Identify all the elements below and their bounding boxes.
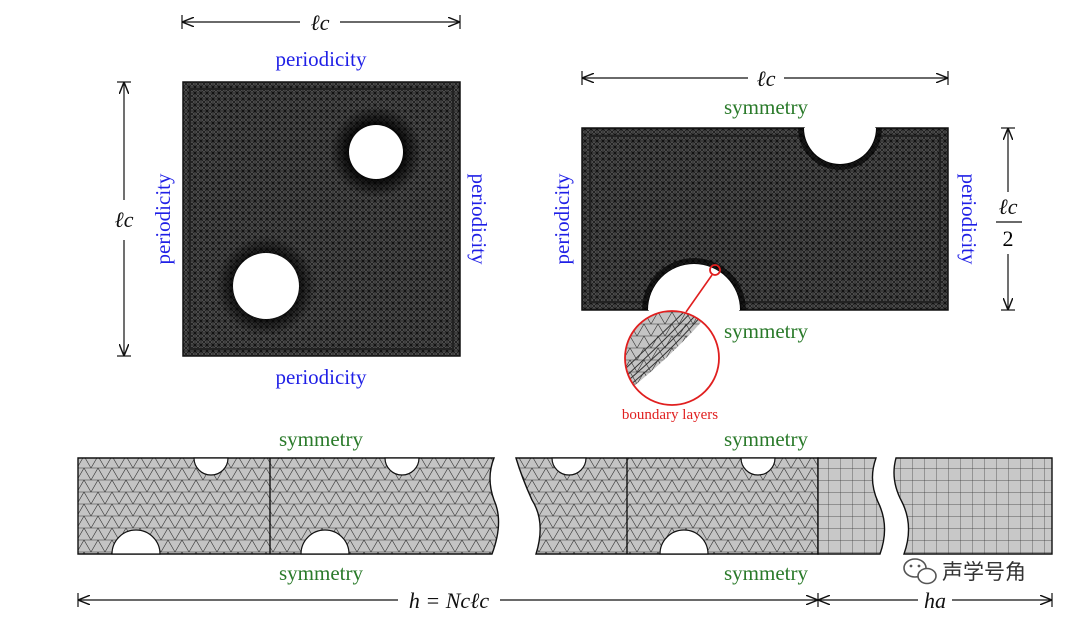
inclusion-hole bbox=[233, 253, 299, 319]
dim-ha: ha bbox=[818, 588, 1053, 613]
periodic-cell-panel: ℓc ℓc periodicity periodicity periodicit… bbox=[115, 10, 491, 389]
symmetry-label-bottom-left: symmetry bbox=[279, 561, 363, 585]
dim-left-lc: ℓc bbox=[115, 81, 134, 357]
dim-half-den: 2 bbox=[1003, 226, 1014, 251]
inclusion-hole bbox=[349, 125, 403, 179]
watermark-text: 声学号角 bbox=[942, 560, 1026, 584]
dim-ha-label: ha bbox=[924, 588, 946, 613]
slab-segment-quad bbox=[817, 457, 1053, 555]
dim-right-half: ℓc 2 bbox=[996, 127, 1022, 311]
dim-half-num: ℓc bbox=[999, 194, 1018, 219]
periodicity-label-right: periodicity bbox=[467, 174, 491, 265]
dim-h-label: h = Ncℓc bbox=[409, 588, 489, 613]
periodicity-label-bottom: periodicity bbox=[276, 365, 367, 389]
slab-segment-left bbox=[77, 457, 500, 555]
dim-lc-label: ℓc bbox=[115, 207, 134, 232]
symmetry-label-bottom: symmetry bbox=[724, 319, 808, 343]
symmetry-label-top-right: symmetry bbox=[724, 427, 808, 451]
periodic-mesh bbox=[182, 81, 461, 357]
dim-top-lc-2: ℓc bbox=[581, 66, 949, 91]
symmetry-label-top: symmetry bbox=[724, 95, 808, 119]
dim-lc-label: ℓc bbox=[311, 10, 330, 35]
dim-h: h = Ncℓc bbox=[77, 588, 819, 613]
watermark: 声学号角 bbox=[903, 558, 1026, 585]
dim-lc-label: ℓc bbox=[757, 66, 776, 91]
boundary-layers-label: boundary layers bbox=[622, 407, 718, 423]
periodicity-label-left: periodicity bbox=[151, 173, 175, 264]
periodicity-label-top: periodicity bbox=[276, 47, 367, 71]
dim-top-lc: ℓc bbox=[181, 10, 461, 35]
symmetric-cell-panel: ℓc ℓc 2 symmetry symmetry periodicity pe… bbox=[550, 66, 1022, 423]
slab-panel: symmetry symmetry symmetry symmetry bbox=[77, 427, 1053, 613]
symmetry-label-bottom-right: symmetry bbox=[724, 561, 808, 585]
boundary-layer-magnifier: boundary layers bbox=[622, 264, 721, 423]
symmetry-label-top-left: symmetry bbox=[279, 427, 363, 451]
periodicity-label-right: periodicity bbox=[957, 174, 981, 265]
symmetric-mesh bbox=[581, 127, 949, 311]
periodicity-label-left: periodicity bbox=[550, 173, 574, 264]
zoom-region-marker bbox=[709, 264, 721, 276]
slab-segment-middle bbox=[515, 457, 819, 555]
wechat-icon bbox=[903, 558, 937, 585]
